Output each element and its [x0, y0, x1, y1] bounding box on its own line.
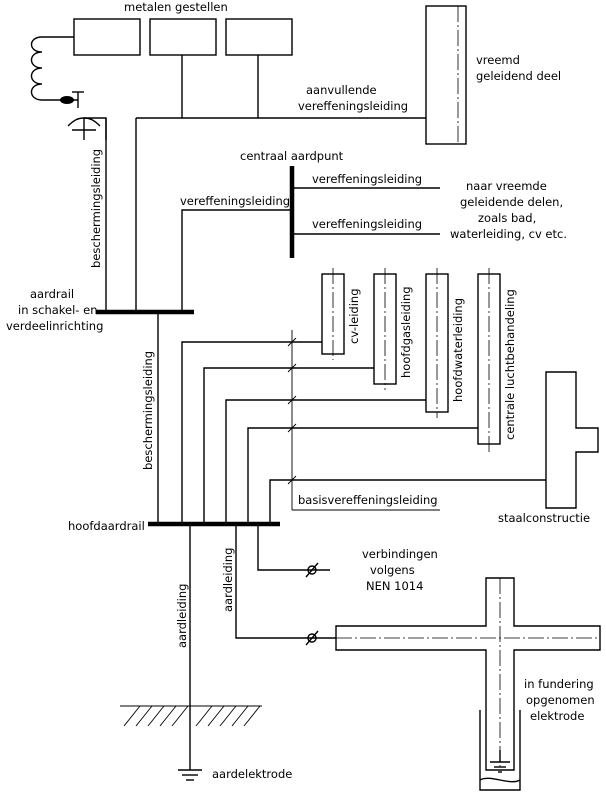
label-elektrode: elektrode [530, 709, 584, 723]
central-earth-wires [181, 187, 440, 312]
label-in-schakel: in schakel- en [18, 303, 97, 317]
label-aardrail: aardrail [30, 287, 74, 301]
label-aardleiding-right: aardleiding [221, 548, 235, 612]
metal-rack-3 [225, 18, 293, 56]
ground-level [120, 705, 262, 727]
label-vreemd: vreemd [476, 53, 520, 67]
label-nen-1014: NEN 1014 [366, 579, 423, 593]
label-aanvullende-vereffening: vereffeningsleiding [298, 99, 408, 113]
steel-construction [545, 371, 599, 509]
label-beschermingsleiding-mid: beschermingsleiding [141, 351, 155, 470]
label-opgenomen: opgenomen [526, 693, 595, 707]
label-hoofdgasleiding: hoofdgasleiding [399, 286, 413, 378]
metal-rack-2 [149, 18, 217, 56]
label-centrale-luchtbehandeling: centrale luchtbehandeling [503, 289, 517, 440]
rack-feeder-wire [105, 55, 426, 312]
label-naar-vreemde: naar vreemde [466, 179, 547, 193]
label-geleidende-delen: geleidende delen, [460, 195, 563, 209]
label-volgens: volgens [370, 563, 415, 577]
label-zoals-bad: zoals bad, [478, 211, 536, 225]
label-staalconstructie: staalconstructie [498, 511, 590, 525]
label-cv-leiding: cv-leiding [347, 288, 361, 344]
label-metalen-gestellen: metalen gestellen [124, 0, 228, 14]
label-aanvullende: aanvullende [306, 83, 377, 97]
metal-racks [73, 18, 293, 56]
label-geleidend-deel: geleidend deel [476, 69, 561, 83]
pipe-hoofdwaterleiding [425, 268, 449, 418]
pipe-centrale-luchtbehandeling [477, 268, 501, 452]
pipe-cv-leiding [321, 268, 345, 360]
label-centraal-aardpunt: centraal aardpunt [240, 149, 344, 163]
label-vereffeningsleiding-left: vereffeningsleiding [180, 194, 290, 208]
label-vereffeningsleiding-top: vereffeningsleiding [312, 172, 422, 186]
isolating-joint-symbol-1 [305, 562, 319, 578]
label-verbindingen: verbindingen [362, 547, 438, 561]
label-hoofdaardrail: hoofdaardrail [68, 519, 145, 533]
label-verdeelinrichting: verdeelinrichting [6, 319, 103, 333]
foreign-conductive-part [425, 5, 467, 145]
pipe-hoofdgasleiding [373, 268, 397, 390]
aardleiding-foundation-wire [235, 524, 336, 639]
earth-electrode-symbol [178, 769, 202, 781]
tick-marks [287, 337, 297, 485]
equipotential-wires [181, 341, 546, 524]
label-aardelektrode: aardelektrode [212, 767, 292, 781]
label-beschermingsleiding-top: beschermingsleiding [89, 149, 103, 268]
foundation [335, 577, 601, 791]
flexible-connection-symbol [30, 36, 107, 140]
verbindingen-wire [257, 524, 330, 571]
label-waterleiding-cv: waterleiding, cv etc. [450, 227, 567, 241]
isolating-joint-symbol-2 [305, 630, 319, 646]
label-aardleiding-left: aardleiding [175, 584, 189, 648]
label-vereffeningsleiding-bottom: vereffeningsleiding [312, 217, 422, 231]
label-basisvereffeningsleiding: basisvereffeningsleiding [298, 493, 438, 507]
metal-rack-1 [73, 18, 141, 56]
foundation-electrode-symbol [490, 750, 510, 773]
label-in-fundering: in fundering [524, 677, 594, 691]
label-hoofdwaterleiding: hoofdwaterleiding [451, 298, 465, 402]
